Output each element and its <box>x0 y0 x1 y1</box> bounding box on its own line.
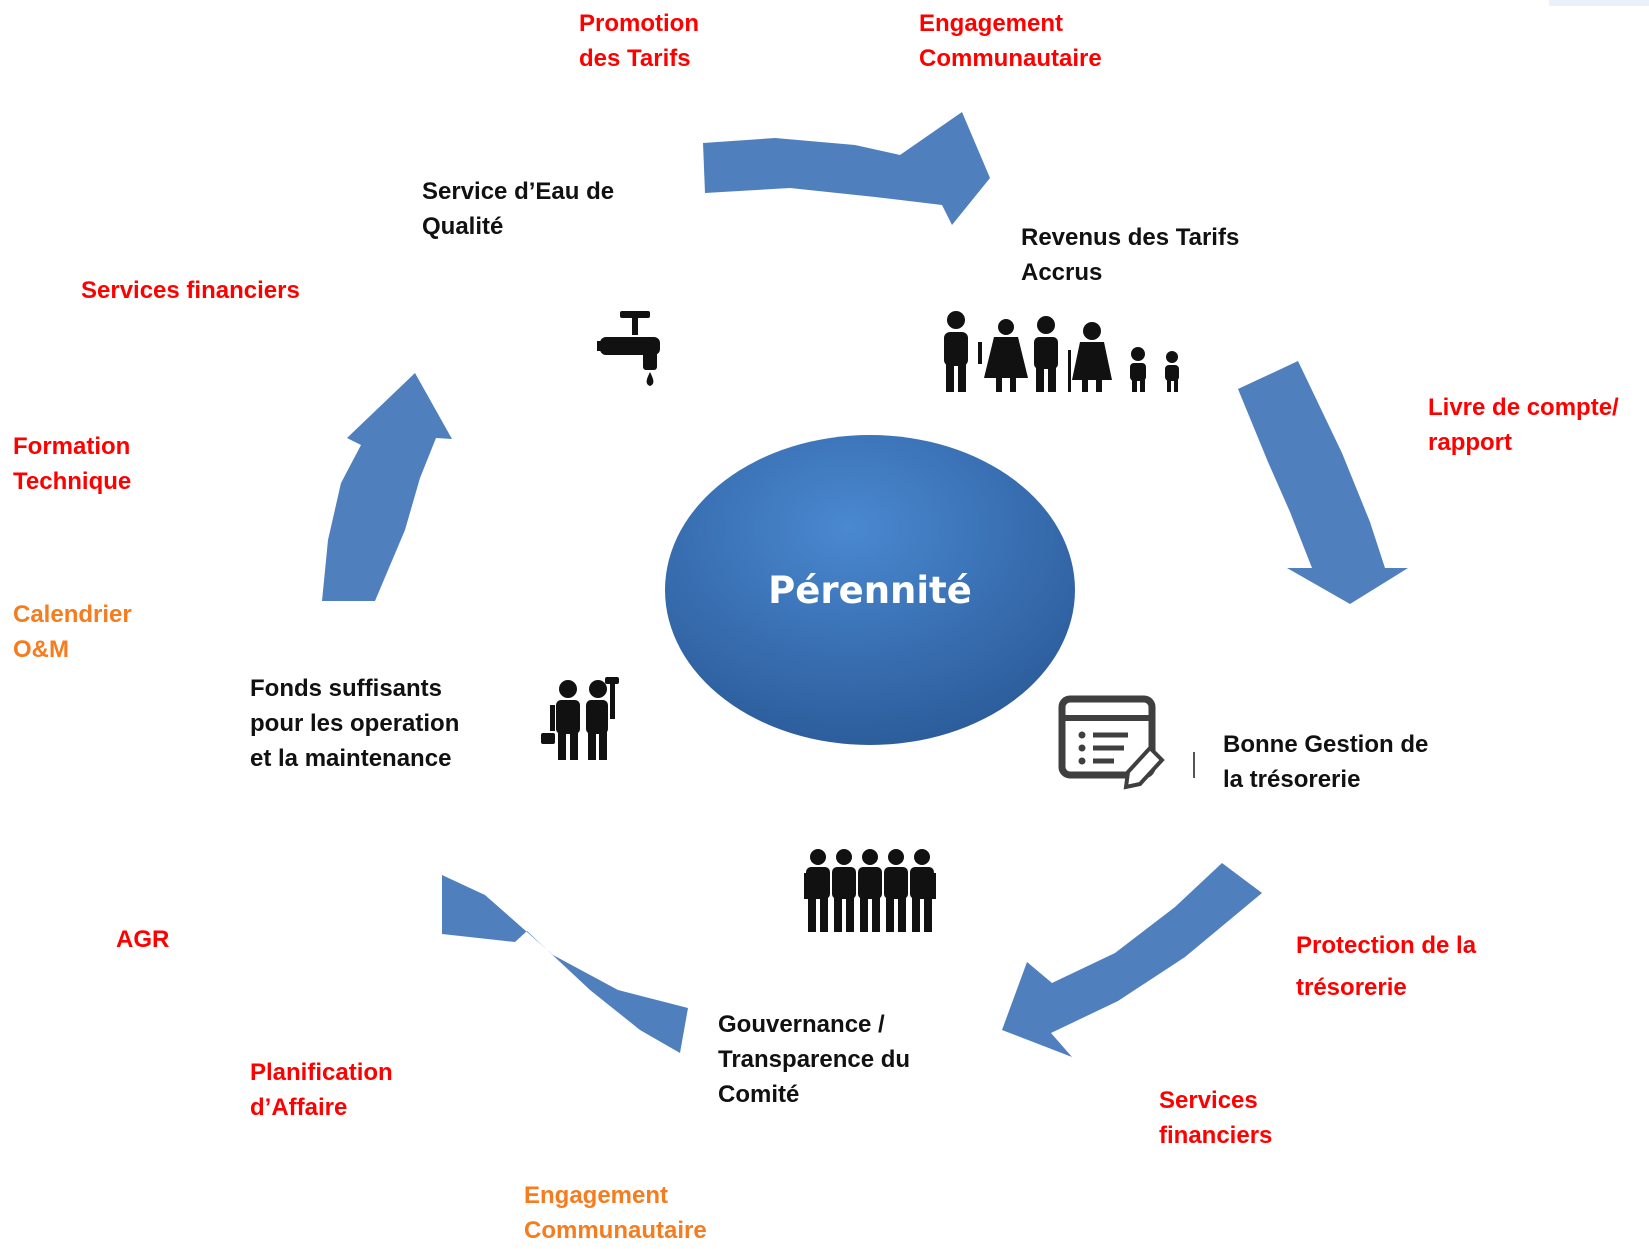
checklist-edit-icon <box>1058 695 1195 790</box>
step-bonne-gestion: Bonne Gestion de la trésorerie <box>1223 727 1428 797</box>
cycle-arrow-bottom-left <box>442 875 688 1053</box>
step-revenus-line-1: Revenus des Tarifs <box>1021 224 1240 251</box>
committee-group-icon <box>804 849 936 932</box>
label-engagement-bottom: Engagement Communautaire <box>524 1178 707 1248</box>
step-bonne-gestion-line-1: Bonne Gestion de <box>1223 731 1429 758</box>
step-service-eau: Service d’Eau de Qualité <box>422 174 614 244</box>
cycle-arrow-top <box>703 112 990 225</box>
step-revenus: Revenus des Tarifs Accrus <box>1021 220 1239 290</box>
formation-line-2: Technique <box>13 468 132 495</box>
services-financiers-left-line-1: Services financiers <box>81 277 300 304</box>
family-icon <box>944 311 1179 392</box>
label-calendrier-om: Calendrier O&M <box>13 597 132 667</box>
engagement-bottom-line-1: Engagement <box>524 1182 669 1209</box>
label-promotion-tarifs: Promotion des Tarifs <box>579 6 699 76</box>
label-protection-tresorerie: Protection de la trésorerie <box>1296 925 1476 1009</box>
plumber-icon <box>541 677 619 760</box>
step-bonne-gestion-line-2: la trésorerie <box>1223 766 1361 793</box>
label-planification-affaire: Planification d’Affaire <box>250 1055 393 1125</box>
formation-line-1: Formation <box>13 433 131 460</box>
protection-line-2: trésorerie <box>1296 974 1407 1001</box>
step-service-eau-line-1: Service d’Eau de <box>422 178 615 205</box>
engagement-top-line-2: Communautaire <box>919 45 1102 72</box>
label-formation-technique: Formation Technique <box>13 429 131 499</box>
protection-line-1: Protection de la <box>1296 932 1477 959</box>
step-service-eau-line-2: Qualité <box>422 213 504 240</box>
services-financiers-bottom-line-2: financiers <box>1159 1122 1273 1149</box>
planification-line-1: Planification <box>250 1059 393 1086</box>
label-services-financiers-left: Services financiers <box>81 273 300 308</box>
agr-line-1: AGR <box>116 926 170 953</box>
label-livre-de-compte: Livre de compte/ rapport <box>1428 390 1619 460</box>
step-fonds-suffisants: Fonds suffisants pour les operation et l… <box>250 671 459 776</box>
corner-decoration <box>1549 0 1649 6</box>
planification-line-2: d’Affaire <box>250 1094 348 1121</box>
step-gouvernance-line-3: Comité <box>718 1081 800 1108</box>
step-gouvernance: Gouvernance / Transparence du Comité <box>718 1007 910 1112</box>
hub-ellipse <box>665 435 1075 745</box>
step-revenus-line-2: Accrus <box>1021 259 1103 286</box>
services-financiers-bottom-line-1: Services <box>1159 1087 1258 1114</box>
calendrier-line-2: O&M <box>13 636 69 663</box>
cycle-arrow-bottom-right <box>1002 863 1262 1057</box>
livre-line-2: rapport <box>1428 429 1512 456</box>
step-gouvernance-line-1: Gouvernance / <box>718 1011 885 1038</box>
calendrier-line-1: Calendrier <box>13 601 132 628</box>
step-fonds-line-2: pour les operation <box>250 710 460 737</box>
promotion-line-2: des Tarifs <box>579 45 691 72</box>
step-fonds-line-3: et la maintenance <box>250 745 452 772</box>
hub-label: Pérennité <box>768 568 972 612</box>
label-engagement-top: Engagement Communautaire <box>919 6 1102 76</box>
faucet-icon <box>597 311 660 386</box>
engagement-top-line-1: Engagement <box>919 10 1064 37</box>
engagement-bottom-line-2: Communautaire <box>524 1217 707 1244</box>
step-gouvernance-line-2: Transparence du <box>718 1046 911 1073</box>
cycle-arrow-right <box>1238 361 1408 604</box>
livre-line-1: Livre de compte/ <box>1428 394 1619 421</box>
label-services-financiers-bottom: Services financiers <box>1159 1083 1272 1153</box>
label-agr: AGR <box>116 922 169 957</box>
promotion-line-1: Promotion <box>579 10 699 37</box>
step-fonds-line-1: Fonds suffisants <box>250 675 443 702</box>
cycle-arrow-left <box>322 373 452 601</box>
